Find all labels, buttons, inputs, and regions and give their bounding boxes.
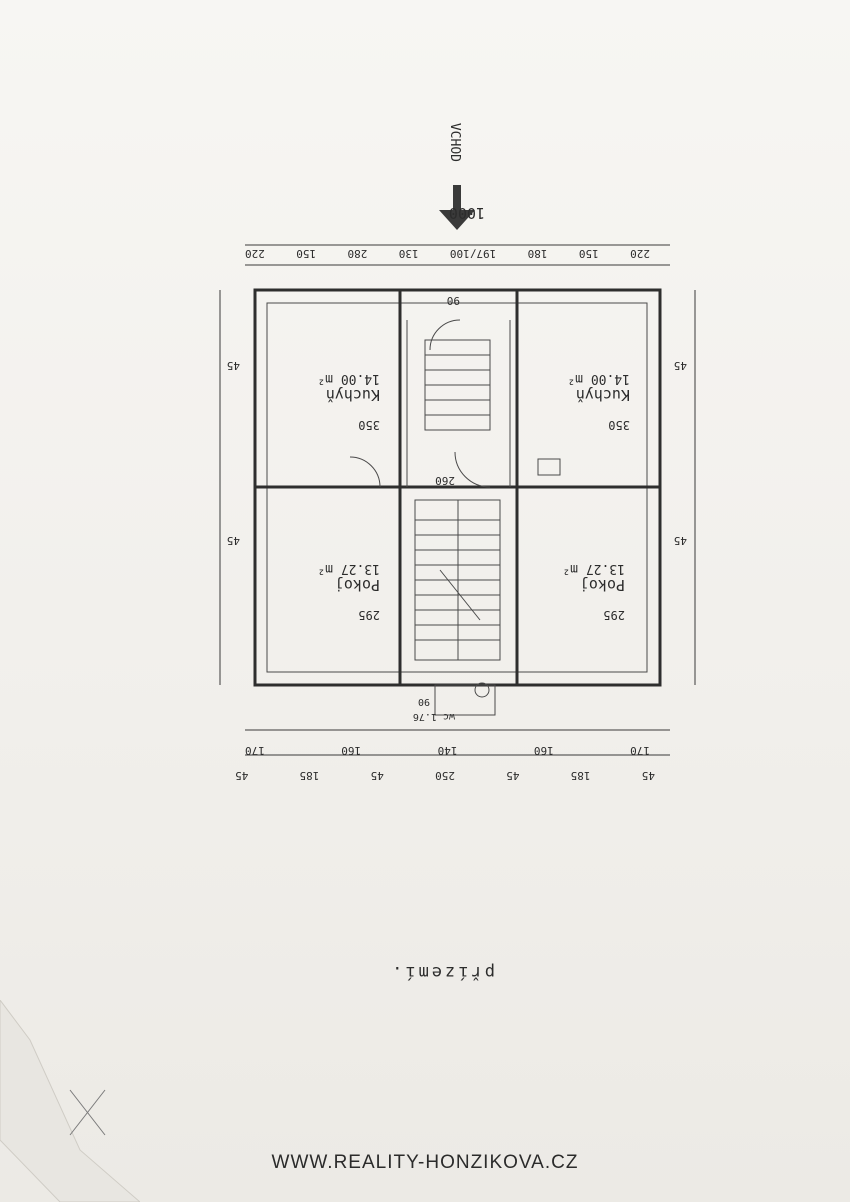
dim-label: 250 [435,769,455,782]
room-pokoj-left: 295 Pokoj 13.27 m² [562,561,625,622]
dim-label: 197/100 [449,247,497,260]
dim-label: 150 [578,247,599,260]
room-area: 13.27 m² [562,561,625,576]
room-dim: 295 [358,608,380,622]
room-name: Kuchyň [575,386,630,404]
top-dims-row: 220 150 180 197/100 130 280 150 220 [245,247,650,260]
room-area: 13.27 m² [317,561,380,576]
dim-label: 170 [630,744,650,757]
room-pokoj-right: 295 Pokoj 13.27 m² [317,561,380,622]
stair-dim-top: 90 [446,294,460,307]
overall-width-dim: 1000 [448,204,485,222]
room-area: 14.00 m² [567,371,630,386]
room-dim: 295 [603,608,625,622]
dim-label: 150 [296,247,317,260]
dim-label: 220 [245,247,265,260]
wc-label: wc 1.76 [412,711,455,722]
interior-walls [255,290,660,685]
folded-corner [0,1000,140,1202]
dim-label: 130 [398,247,419,260]
side-dim-right-top: 45 [226,359,240,372]
dim-label: 45 [641,769,655,782]
floor-title: přízemí. [389,962,495,982]
wc-fixture [434,682,496,716]
stove-fixture [537,458,561,476]
door-swings [349,319,491,488]
room-name: Pokoj [579,576,625,594]
dim-label: 180 [527,247,548,260]
dim-label: 45 [235,769,249,782]
room-dim: 350 [608,418,630,432]
room-kitchen-left: 350 Kuchyň 14.00 m² [567,371,630,432]
bottom-dims-row-2: 45 185 45 250 45 185 45 [235,769,655,782]
stair-dim: 260 [435,474,455,487]
footer-url[interactable]: WWW.REALITY-HONZIKOVA.CZ [271,1152,579,1173]
dim-label: 170 [245,744,265,757]
dimension-lines [219,244,696,756]
dim-label: 185 [570,769,591,782]
entrance-arrow [439,185,475,230]
dim-label: 160 [533,744,554,757]
dim-label: 220 [630,247,650,260]
side-dim-right-bottom: 45 [226,534,240,547]
room-name: Pokoj [334,576,380,594]
dim-label: 185 [299,769,320,782]
side-dim-left-top: 45 [673,359,687,372]
room-kitchen-right: 350 Kuchyň 14.00 m² [317,371,380,432]
dim-label: 45 [370,769,384,782]
wc-dim: 90 [417,696,430,707]
room-name: Kuchyň [325,386,380,404]
entrance-label: VCHOD [447,122,462,162]
bottom-dims-row-1: 170 160 140 160 170 [245,744,650,757]
staircase [414,339,501,661]
dim-label: 280 [347,247,368,260]
side-dim-left-bottom: 45 [673,534,687,547]
room-area: 14.00 m² [317,371,380,386]
dim-label: 160 [341,744,362,757]
room-dim: 350 [358,418,380,432]
dim-label: 140 [437,744,458,757]
dim-label: 45 [506,769,520,782]
